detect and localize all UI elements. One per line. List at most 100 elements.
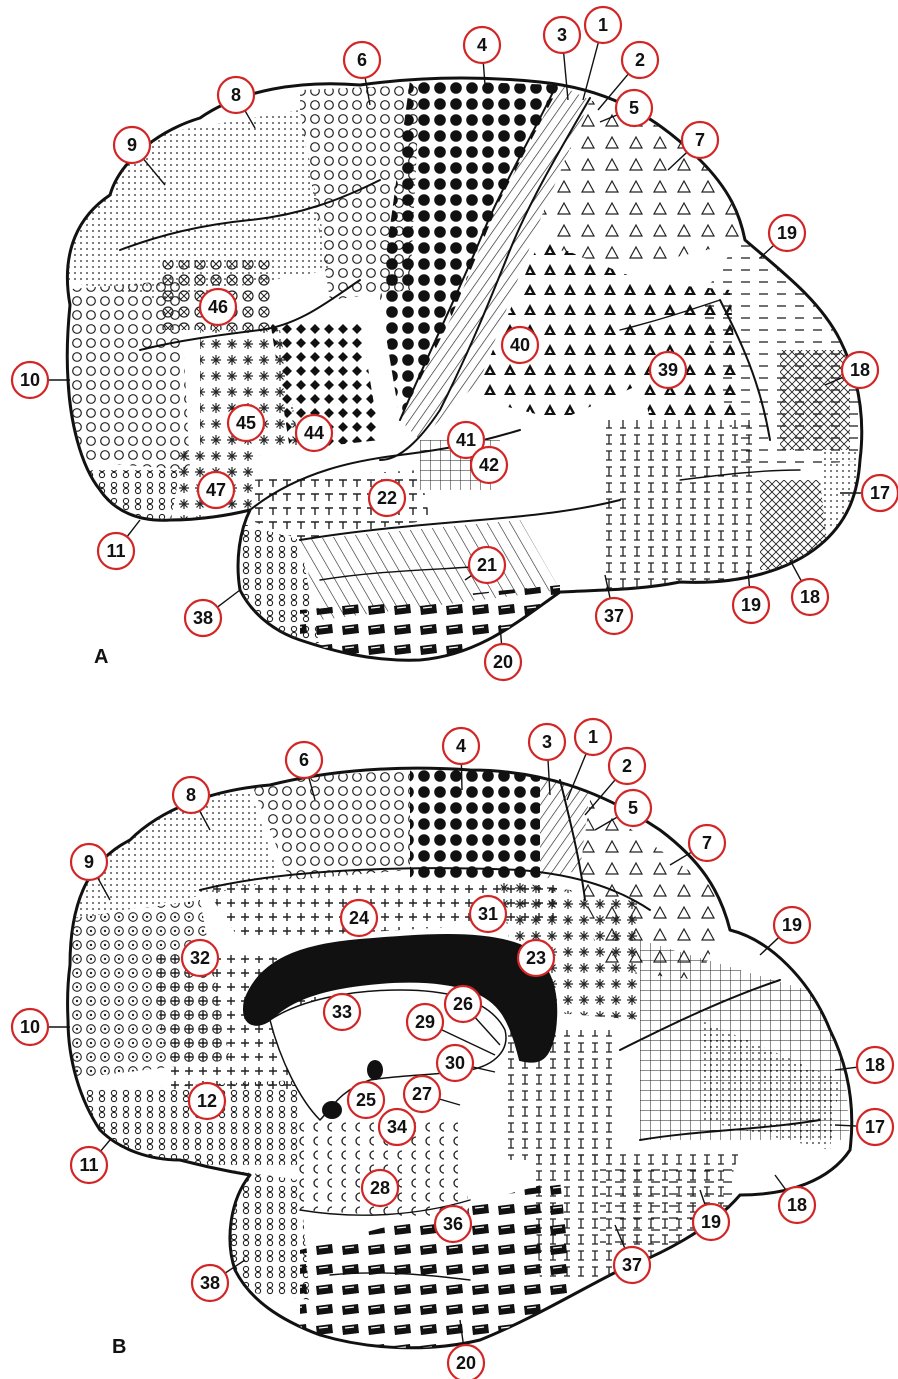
area-3-number: 3 [557, 25, 567, 45]
area-11-badge: 11 [98, 520, 140, 569]
area-2-number: 2 [622, 756, 632, 776]
area-23-badge: 23 [518, 940, 554, 976]
area-7-number: 7 [695, 130, 705, 150]
area-19-badge: 19 [760, 215, 805, 258]
area-18-number: 18 [850, 360, 870, 380]
area-19-number: 19 [782, 915, 802, 935]
area-39-badge: 39 [650, 352, 686, 388]
area-8-number: 8 [231, 85, 241, 105]
area-38-number: 38 [200, 1273, 220, 1293]
area-25-number: 25 [356, 1090, 376, 1110]
area-4-number: 4 [456, 736, 466, 756]
area-10-number: 10 [20, 1017, 40, 1037]
area-11-badge: 11 [71, 1140, 110, 1183]
area-7-number: 7 [702, 833, 712, 853]
area-6-number: 6 [357, 50, 367, 70]
area-42-number: 42 [479, 455, 499, 475]
area-24-badge: 24 [341, 900, 377, 936]
area-32-number: 32 [190, 948, 210, 968]
area-22-badge: 22 [369, 480, 405, 516]
lateral-brain-map: 1234567891011171818191920212237383940414… [0, 0, 898, 690]
area-18-number: 18 [800, 587, 820, 607]
area-47-badge: 47 [198, 472, 234, 508]
area-31-badge: 31 [470, 896, 506, 932]
area-17-number: 17 [865, 1117, 885, 1137]
area-3-number: 3 [542, 732, 552, 752]
area-12-badge: 12 [189, 1083, 225, 1119]
area-22-number: 22 [377, 488, 397, 508]
area-19-badge: 19 [760, 907, 810, 955]
area-12-number: 12 [197, 1091, 217, 1111]
area-32-badge: 32 [182, 940, 218, 976]
area-18-badge: 18 [790, 560, 828, 615]
area-30-number: 30 [445, 1053, 465, 1073]
panel-letter-b: B [112, 1336, 126, 1359]
area-46-badge: 46 [200, 289, 236, 325]
area-36-number: 36 [443, 1214, 463, 1234]
area-10-badge: 10 [12, 362, 70, 398]
area-37-number: 37 [604, 606, 624, 626]
area-17-number: 17 [870, 483, 890, 503]
area-19-number: 19 [777, 223, 797, 243]
area-19-number: 19 [741, 595, 761, 615]
area-34-number: 34 [387, 1117, 407, 1137]
area-36-badge: 36 [435, 1206, 471, 1242]
area-39-number: 39 [658, 360, 678, 380]
area-2-number: 2 [635, 50, 645, 70]
area-19-number: 19 [701, 1212, 721, 1232]
area-44-badge: 44 [296, 415, 332, 451]
panel-a-lateral-brain: 1234567891011171818191920212237383940414… [0, 0, 898, 690]
area-1-number: 1 [588, 727, 598, 747]
area-23-number: 23 [526, 948, 546, 968]
area-20-number: 20 [456, 1353, 476, 1373]
area-31-number: 31 [478, 904, 498, 924]
area-28-number: 28 [370, 1178, 390, 1198]
area-18-number: 18 [865, 1055, 885, 1075]
area-45-badge: 45 [228, 405, 264, 441]
area-29-number: 29 [415, 1012, 435, 1032]
area-38-badge: 38 [185, 590, 240, 636]
area-11-number: 11 [79, 1155, 98, 1175]
medial-brain-map: 1234567891011121718181919202324252627282… [0, 690, 898, 1379]
area-46-number: 46 [208, 297, 228, 317]
area-18-number: 18 [787, 1195, 807, 1215]
area-28-badge: 28 [362, 1170, 398, 1206]
panel-letter-a: A [94, 646, 108, 669]
area-37-number: 37 [622, 1255, 642, 1275]
area-41-number: 41 [456, 430, 476, 450]
area-6-number: 6 [299, 750, 309, 770]
area-25-badge: 25 [348, 1082, 384, 1118]
area-10-badge: 10 [12, 1009, 70, 1045]
area-4-leader-line [461, 764, 462, 790]
area-40-badge: 40 [502, 327, 538, 363]
area-47-number: 47 [206, 480, 226, 500]
area-27-number: 27 [412, 1084, 432, 1104]
area-26-number: 26 [453, 994, 473, 1014]
area-33-badge: 33 [324, 994, 360, 1030]
area-4-number: 4 [477, 35, 487, 55]
area-33-number: 33 [332, 1002, 352, 1022]
area-4-badge: 4 [464, 27, 500, 85]
area-8-number: 8 [186, 785, 196, 805]
area-34-badge: 34 [379, 1109, 415, 1145]
area-5-number: 5 [628, 798, 638, 818]
area-20-number: 20 [493, 652, 513, 672]
area-44-number: 44 [304, 423, 324, 443]
area-10-number: 10 [20, 370, 40, 390]
area-11-leader-line [127, 520, 140, 537]
area-9-number: 9 [127, 135, 137, 155]
area-1-badge: 1 [583, 7, 621, 100]
area-42-badge: 42 [471, 447, 507, 483]
area-19-leader-line [760, 245, 774, 258]
panel-b-medial-brain: 1234567891011121718181919202324252627282… [0, 690, 898, 1379]
area-1-number: 1 [598, 15, 608, 35]
area-5-number: 5 [629, 98, 639, 118]
area-9-number: 9 [84, 852, 94, 872]
area-18-leader-line [790, 560, 801, 581]
area-38-leader-line [217, 590, 240, 607]
area-11-leader-line [101, 1140, 110, 1151]
area-21-number: 21 [477, 555, 497, 575]
area-40-number: 40 [510, 335, 530, 355]
area-24-number: 24 [349, 908, 369, 928]
area-38-number: 38 [193, 608, 213, 628]
